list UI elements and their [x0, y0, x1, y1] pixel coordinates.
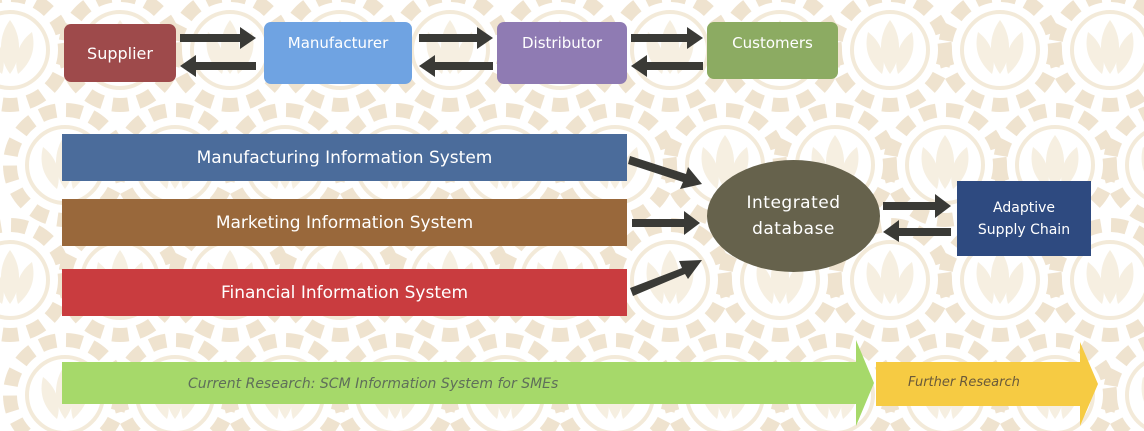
database-line2: database: [752, 219, 835, 239]
database-line1: Integrated: [746, 193, 841, 213]
arrow-supplier-manufacturer: [180, 27, 256, 77]
adaptive-line2: Supply Chain: [977, 221, 1071, 238]
customers-box: Customers: [707, 22, 838, 79]
marketing-information-system: Marketing Information System: [62, 199, 627, 246]
financial-information-system: Financial Information System: [62, 269, 627, 316]
arrow-distributor-customers: [631, 27, 703, 77]
watermark-emblem: [945, 0, 1055, 105]
watermark-emblem: [1055, 0, 1144, 105]
arrow-manufacturer-distributor: [419, 27, 493, 77]
watermark-emblem: [0, 0, 65, 105]
further-research-arrow: [876, 342, 1098, 426]
current-research-label: Current Research: SCM Information System…: [188, 376, 559, 392]
marketing-label: Marketing Information System: [215, 212, 474, 233]
manufacturing-label: Manufacturing Information System: [196, 147, 493, 168]
arrow-database-adaptive: [883, 194, 951, 242]
adaptive-line1: Adaptive: [993, 199, 1055, 216]
customers-label: Customers: [732, 34, 813, 52]
integrated-database: Integrated database: [707, 160, 880, 272]
watermark-emblem: [0, 225, 65, 335]
distributor-label: Distributor: [521, 34, 602, 52]
arrow-marketing-to-database: [632, 211, 700, 235]
distributor-box: Distributor: [497, 22, 627, 84]
supplier-label: Supplier: [87, 43, 153, 63]
manufacturing-information-system: Manufacturing Information System: [62, 134, 627, 181]
further-research-label: Further Research: [908, 375, 1020, 390]
financial-label: Financial Information System: [220, 282, 469, 303]
arrow-manufacturing-to-database: [628, 156, 702, 189]
supplier-box: Supplier: [64, 24, 176, 82]
watermark-emblem: [1110, 340, 1144, 431]
watermark-emblem: [835, 0, 945, 105]
adaptive-supply-chain-box: Adaptive Supply Chain: [957, 181, 1091, 256]
current-research-arrow: [62, 340, 874, 426]
arrow-financial-to-database: [630, 260, 702, 296]
manufacturer-box: Manufacturer: [264, 22, 412, 84]
manufacturer-label: Manufacturer: [287, 34, 389, 52]
